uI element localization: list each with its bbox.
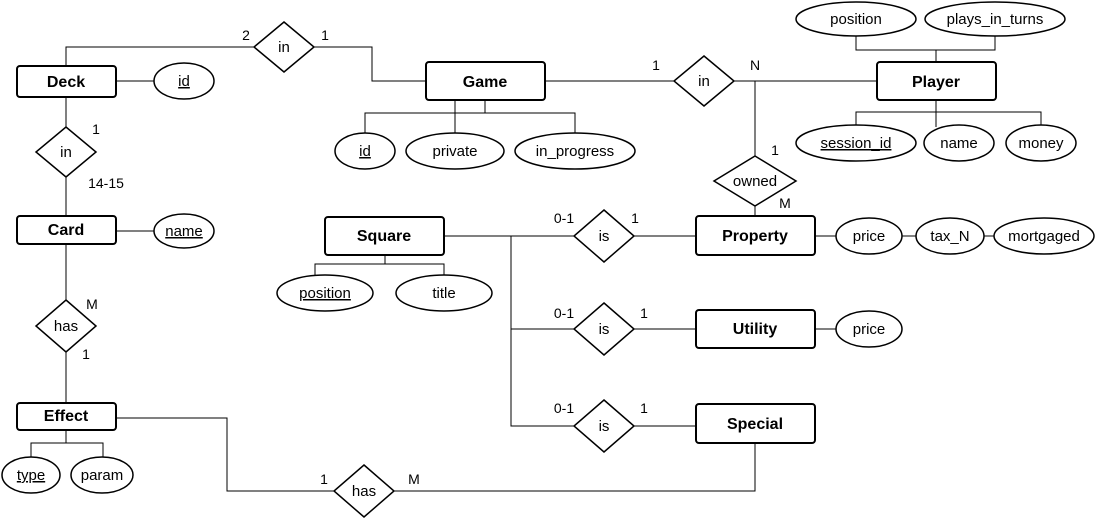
entity-label: Special [727, 416, 783, 433]
attribute-label: position [830, 11, 882, 28]
cardinality-label: 0-1 [554, 305, 574, 321]
cardinality-label: 1 [92, 121, 100, 137]
entity-card: Card [16, 215, 117, 245]
relationship-label: has [54, 318, 78, 335]
cardinality-label: M [408, 471, 420, 487]
cardinality-labels: 2 1 1 N 1 14-15 1 M 0-1 1 0-1 1 0-1 1 M … [82, 27, 791, 487]
relationship-label: in [60, 144, 72, 161]
relationship-property-is: is [572, 209, 636, 263]
entity-label: Effect [44, 408, 89, 425]
cardinality-label: 1 [640, 305, 648, 321]
entity-game: Game [425, 61, 546, 101]
cardinality-label: 1 [771, 142, 779, 158]
relationship-owned: owned [712, 155, 798, 207]
relationship-card-has-effect: has [34, 299, 98, 353]
relationship-game-in-player: in [672, 55, 736, 107]
attribute-game-in-progress: in_progress [514, 132, 636, 170]
attribute-card-name: name [153, 213, 215, 249]
attribute-label: title [432, 285, 455, 302]
entity-label: Deck [47, 74, 85, 91]
entity-player: Player [876, 61, 997, 101]
cardinality-label: 0-1 [554, 400, 574, 416]
cardinality-label: 1 [652, 57, 660, 73]
cardinality-label: 14-15 [88, 175, 124, 191]
attribute-label: in_progress [536, 143, 614, 160]
cardinality-label: 1 [631, 210, 639, 226]
relationship-label: is [599, 228, 610, 245]
connector-lines [30, 36, 1042, 492]
attribute-property-mortgaged: mortgaged [993, 217, 1095, 255]
attribute-utility-price: price [835, 310, 903, 348]
relationship-card-in-deck: in [34, 126, 98, 178]
entity-label: Game [463, 74, 508, 91]
entity-square: Square [324, 216, 445, 256]
entity-label: Player [912, 74, 960, 91]
cardinality-label: 0-1 [554, 210, 574, 226]
attribute-label: price [853, 228, 886, 245]
entity-deck: Deck [16, 65, 117, 98]
attribute-label: mortgaged [1008, 228, 1080, 245]
attribute-label: money [1018, 135, 1064, 152]
relationship-label: in [698, 73, 710, 90]
attribute-effect-type: type [1, 456, 61, 494]
entity-effect: Effect [16, 402, 117, 431]
entity-label: Property [722, 228, 788, 245]
relationship-label: is [599, 321, 610, 338]
attribute-square-position: position [276, 274, 374, 312]
relationship-label: owned [733, 173, 777, 190]
attribute-label: session_id [821, 135, 892, 152]
attribute-player-position: position [795, 1, 917, 37]
relationship-special-is: is [572, 399, 636, 453]
attribute-player-plays-in-turns: plays_in_turns [924, 1, 1066, 37]
attribute-label: tax_N [930, 228, 969, 245]
cardinality-label: 1 [640, 400, 648, 416]
attribute-label: name [165, 223, 203, 240]
attribute-label: plays_in_turns [947, 11, 1044, 28]
attribute-player-name: name [923, 124, 995, 162]
attribute-square-title: title [395, 274, 493, 312]
cardinality-label: M [86, 296, 98, 312]
attribute-label: type [17, 467, 45, 484]
attribute-player-money: money [1005, 124, 1077, 162]
relationship-label: in [278, 39, 290, 56]
attribute-label: position [299, 285, 351, 302]
relationship-deck-in-game: in [252, 21, 316, 73]
relationship-label: has [352, 483, 376, 500]
cardinality-label: 1 [82, 346, 90, 362]
attribute-label: id [359, 143, 371, 160]
attribute-effect-param: param [70, 456, 134, 494]
attribute-label: name [940, 135, 978, 152]
attribute-label: price [853, 321, 886, 338]
attribute-player-session-id: session_id [795, 124, 917, 162]
attribute-label: param [81, 467, 124, 484]
cardinality-label: 1 [320, 471, 328, 487]
attribute-property-price: price [835, 217, 903, 255]
entity-label: Card [48, 222, 84, 239]
entity-label: Square [357, 228, 411, 245]
relationship-effect-has-special: has [332, 464, 396, 518]
attribute-label: id [178, 73, 190, 90]
attribute-deck-id: id [153, 62, 215, 100]
entity-property: Property [695, 215, 816, 256]
entity-utility: Utility [695, 309, 816, 349]
cardinality-label: M [779, 195, 791, 211]
entity-label: Utility [733, 321, 778, 338]
attribute-game-private: private [405, 132, 505, 170]
cardinality-label: 1 [321, 27, 329, 43]
cardinality-label: N [750, 57, 760, 73]
relationship-utility-is: is [572, 302, 636, 356]
attribute-property-tax-n: tax_N [915, 217, 985, 255]
entity-special: Special [695, 403, 816, 444]
relationship-label: is [599, 418, 610, 435]
cardinality-label: 2 [242, 27, 250, 43]
attribute-game-id: id [334, 132, 396, 170]
attribute-label: private [432, 143, 477, 160]
